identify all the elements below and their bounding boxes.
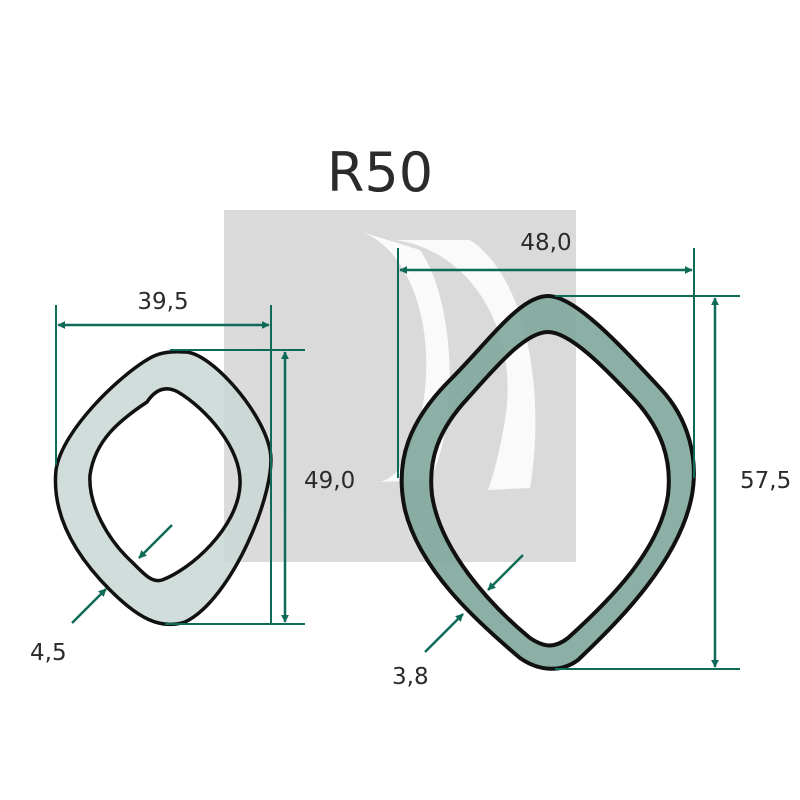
right-height-label: 57,5 xyxy=(740,468,791,494)
left-width-label: 39,5 xyxy=(137,289,188,315)
right-wall-arrow-outer xyxy=(424,613,464,653)
right-width-label: 48,0 xyxy=(520,230,571,256)
watermark-logo xyxy=(224,210,576,562)
left-wall-label: 4,5 xyxy=(30,640,67,666)
profile-right: 48,0 57,5 3,8 xyxy=(392,230,791,690)
profile-left-shape xyxy=(53,349,273,627)
right-wall-label: 3,8 xyxy=(392,664,429,690)
left-wall-arrow-outer xyxy=(71,588,107,624)
profile-right-shape xyxy=(399,293,696,671)
profile-title: R50 xyxy=(327,141,433,204)
right-wall-arrow-inner xyxy=(487,554,524,591)
left-wall-arrow-inner xyxy=(138,524,173,559)
profile-left: 39,5 49,0 4,5 xyxy=(30,289,355,666)
left-height-label: 49,0 xyxy=(304,468,355,494)
